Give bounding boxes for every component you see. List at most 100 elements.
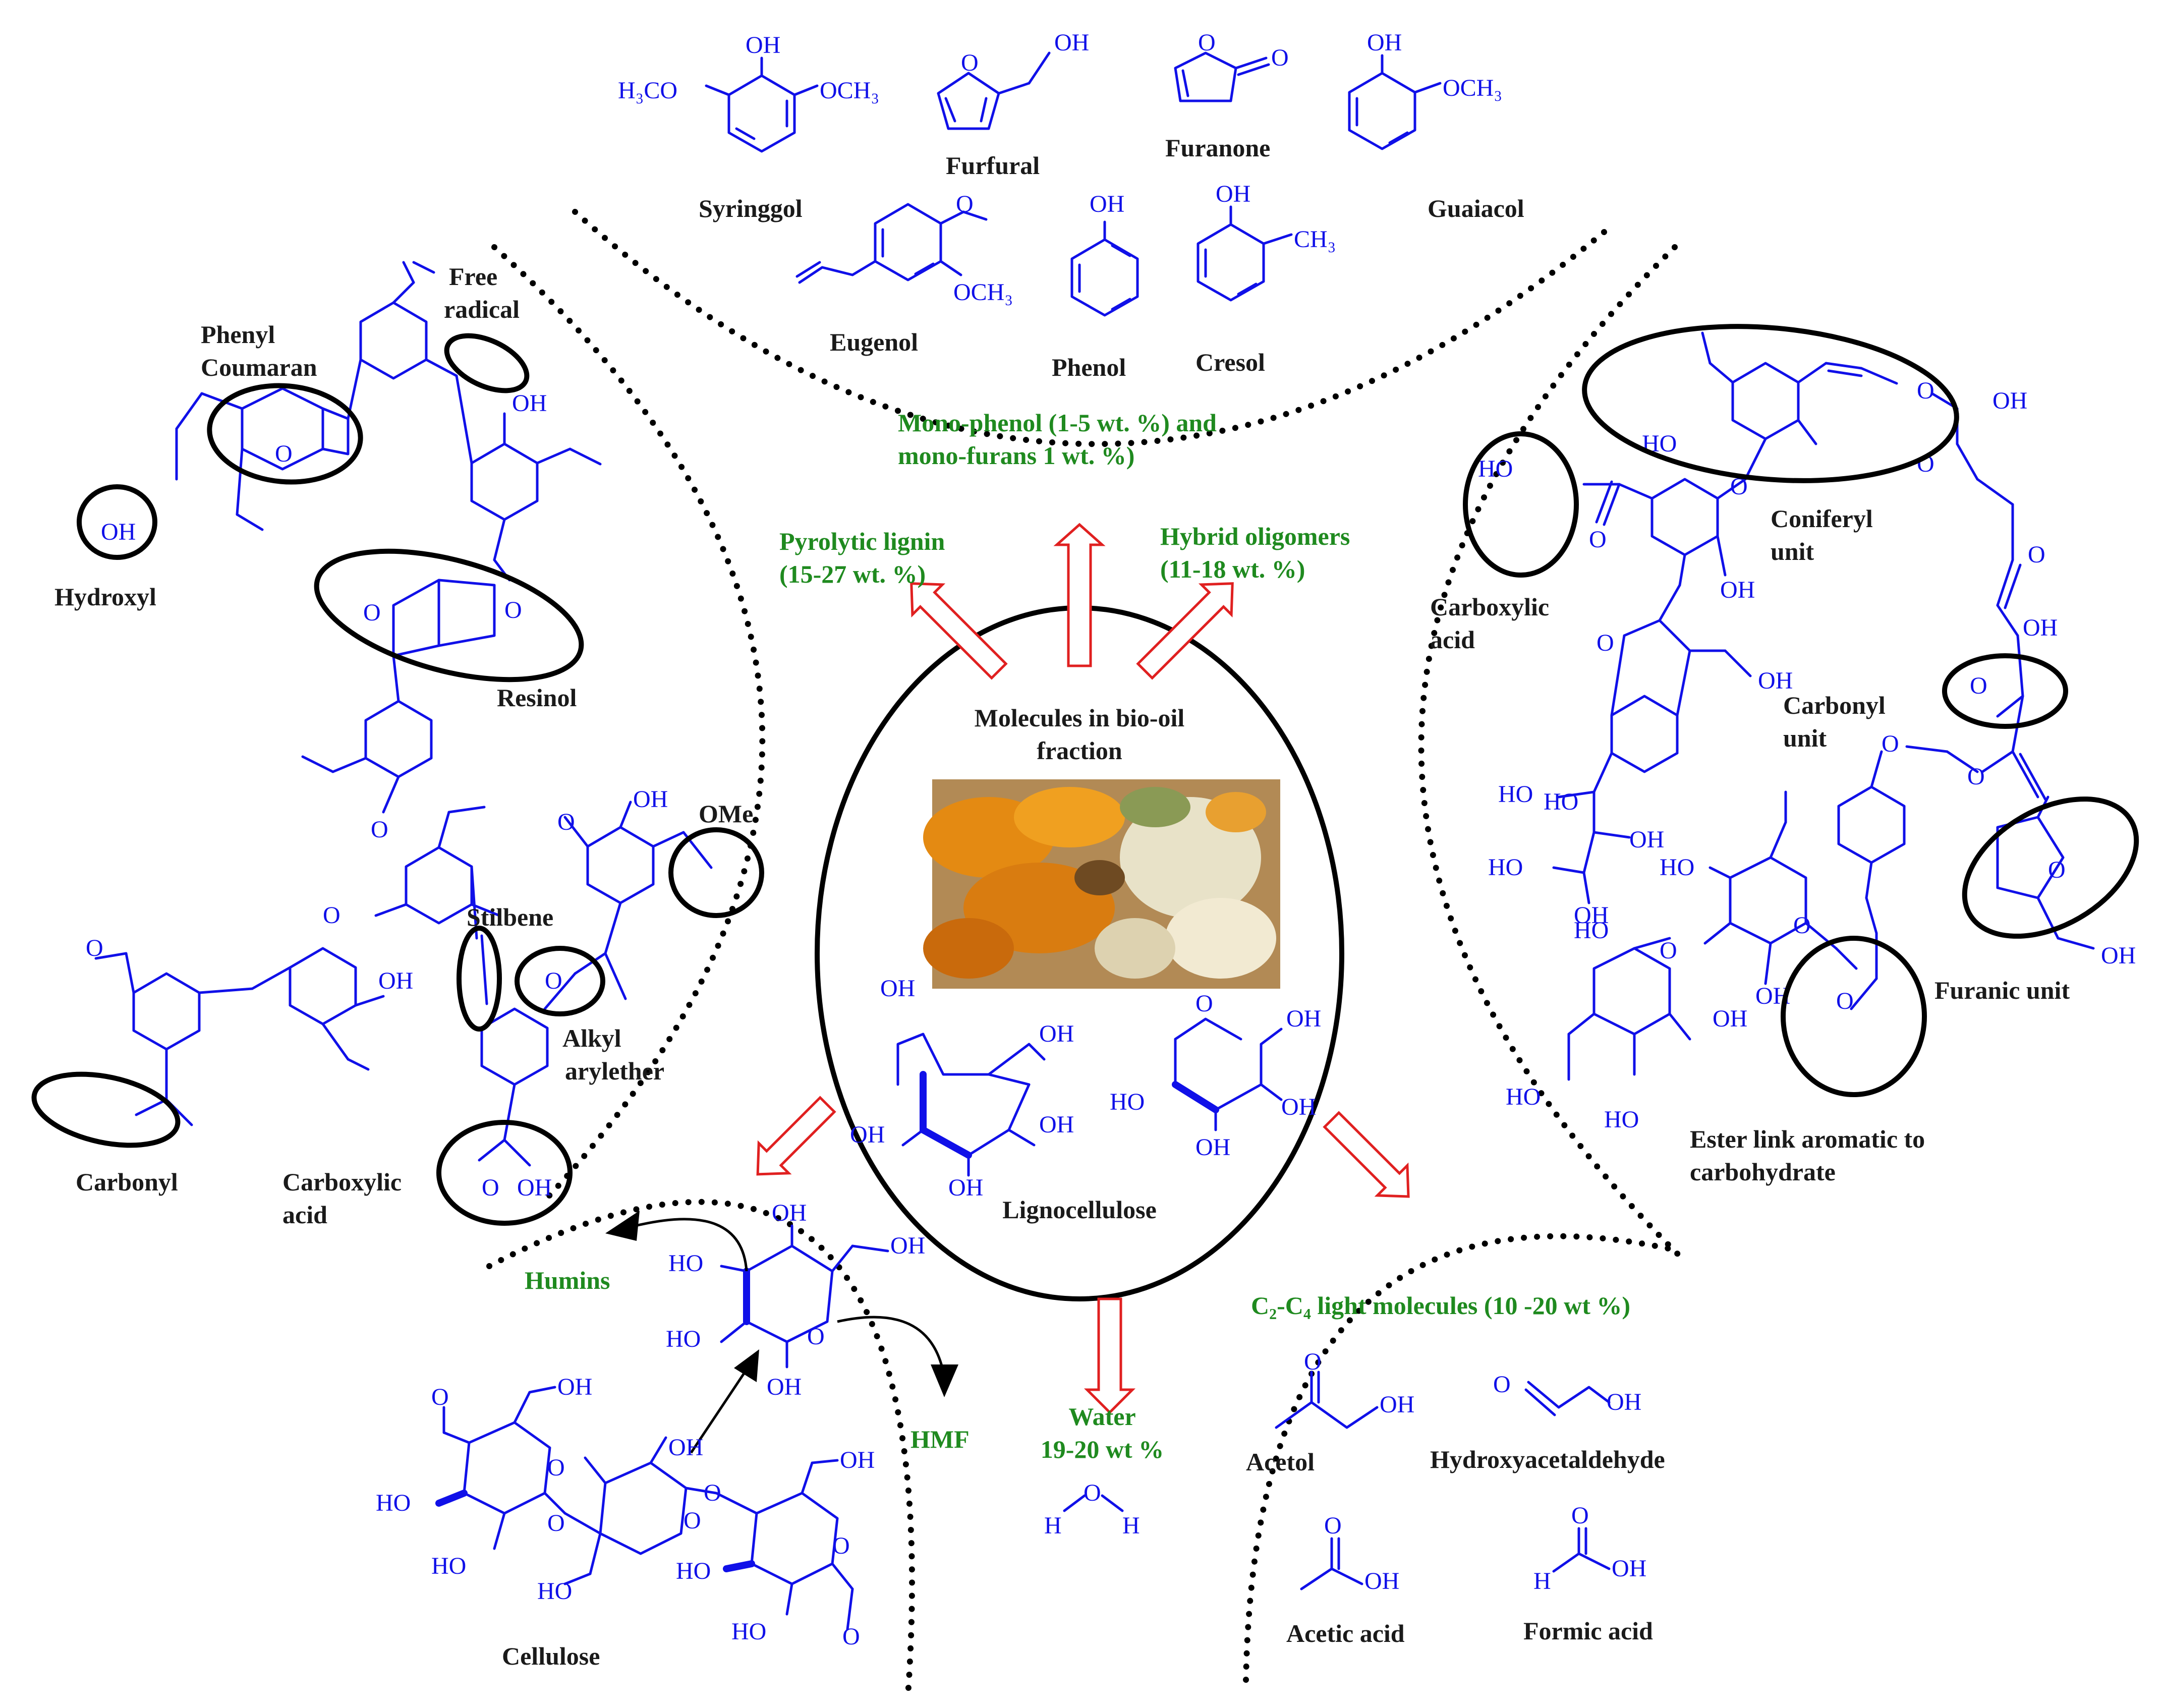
hybrid-ho-8: HO xyxy=(1544,788,1578,815)
top-dotted-arc xyxy=(572,209,1607,447)
cell-ho-4: HO xyxy=(676,1558,711,1584)
arrow-down xyxy=(1084,1297,1136,1414)
pyranose-o1: O xyxy=(1793,912,1811,939)
left-carboxylic-line1: Carboxylic xyxy=(282,1168,402,1196)
cresol-oh: OH xyxy=(1216,181,1250,207)
ome-ellipse xyxy=(668,827,764,918)
center-xylose-structure: O OH OH HO OH xyxy=(1110,990,1321,1161)
phenol-structure: OH xyxy=(1070,191,1139,317)
hybrid-oligomer-structure: O O O O O O O O xyxy=(1552,331,2095,1081)
ester-o: O xyxy=(1836,988,1854,1014)
left-dotted-arc xyxy=(491,244,766,1204)
lignin-oh-1: OH xyxy=(512,390,547,417)
glc-oh-5: OH xyxy=(948,1174,983,1201)
resinol-ellipse xyxy=(314,548,584,682)
mono-phenol-line1: Mono-phenol (1-5 wt. %) and xyxy=(898,409,1217,437)
arrow-up-right xyxy=(1136,582,1234,680)
hybrid-oh-2: OH xyxy=(1720,577,1755,603)
xyl-ho: HO xyxy=(1110,1089,1145,1115)
cell-end-o: O xyxy=(842,1623,860,1650)
guaiacol-right: OCH₃ xyxy=(1443,75,1502,101)
hybrid-oh-7: OH xyxy=(2101,942,2136,969)
water-o: O xyxy=(1084,1479,1101,1506)
hybrid-ho-9: HO xyxy=(1574,917,1609,944)
water-structure: H O H xyxy=(1044,1479,1140,1539)
stilbene-ellipse xyxy=(457,926,502,1032)
furfural-structure: O OH xyxy=(937,29,1089,130)
phenoxy-o: O xyxy=(1882,730,1899,757)
biomass-photo xyxy=(923,779,1280,989)
water-h1: H xyxy=(1044,1512,1062,1539)
arrow-up-left xyxy=(910,582,1008,680)
hydroxyacetaldehyde-oh: OH xyxy=(1607,1389,1641,1415)
hydroxyl-label: Hydroxyl xyxy=(54,583,156,611)
formic-o: O xyxy=(1571,1502,1589,1529)
arrow-up xyxy=(1053,523,1106,667)
carbonyl-unit-ellipse xyxy=(1942,653,2068,729)
hybrid-ho-5: HO xyxy=(1660,854,1694,881)
carbonyl-unit-line2: unit xyxy=(1783,724,1827,752)
furanone-structure: O O xyxy=(1174,29,1289,102)
carbonyl-unit-line1: Carbonyl xyxy=(1783,691,1886,719)
furan-o: O xyxy=(2048,857,2066,883)
right-dotted-arc xyxy=(1418,244,1683,1259)
cell-ho-5: HO xyxy=(731,1618,766,1645)
humins-label: Humins xyxy=(525,1266,610,1294)
cell-oh-2: OH xyxy=(668,1434,703,1461)
coniferyl-line1: Coniferyl xyxy=(1771,504,1873,533)
furfural-oh: OH xyxy=(1054,29,1089,56)
guaiacol-oh: OH xyxy=(1367,29,1402,56)
formic-h: H xyxy=(1533,1568,1551,1595)
hybrid-line2: (11-18 wt. %) xyxy=(1160,555,1305,583)
cell-start-o: O xyxy=(431,1384,449,1410)
xyl-ring-o: O xyxy=(1195,990,1213,1017)
lignin-oh-3: OH xyxy=(633,786,668,813)
syringgol-oh: OH xyxy=(746,32,780,59)
glc-oh-4: OH xyxy=(850,1121,885,1148)
eugenol-label: Eugenol xyxy=(830,328,918,356)
furanic-unit-ellipse xyxy=(1962,796,2139,939)
cell-ho-3: HO xyxy=(537,1578,572,1605)
hybrid-oh-8: OH xyxy=(1713,1005,1747,1032)
center-title-line1: Molecules in bio-oil xyxy=(975,704,1185,732)
center-glucose-structure: OH OH OH OH OH xyxy=(850,975,1074,1201)
furanone-ring-o: O xyxy=(1198,29,1216,56)
bottom-glc-oh-3: OH xyxy=(767,1374,802,1400)
hybrid-oh-6: OH xyxy=(1574,902,1609,929)
eugenol-o: O xyxy=(956,191,974,217)
right-carboxylic-line1: Carboxylic xyxy=(1430,593,1549,621)
hmf-arrowhead xyxy=(931,1364,958,1397)
coumaran-o: O xyxy=(275,440,293,467)
hybrid-oh-1: OH xyxy=(1992,387,2027,414)
phenyl-coumaran-ellipse xyxy=(207,383,363,485)
hybrid-ho-4: HO xyxy=(1488,854,1523,881)
ome-label: OMe xyxy=(699,800,753,828)
acetol-label: Acetol xyxy=(1246,1448,1315,1476)
resinol-o1: O xyxy=(363,599,381,626)
furfural-label: Furfural xyxy=(946,151,1040,180)
water-line2: 19-20 wt % xyxy=(1041,1435,1164,1463)
xyl-oh-2: OH xyxy=(1281,1094,1316,1120)
coniferyl-line2: unit xyxy=(1771,537,1814,565)
ester-link-ellipse xyxy=(1781,936,1927,1097)
pyranose-o2: O xyxy=(1660,937,1677,964)
hybrid-ho-6: HO xyxy=(1506,1084,1541,1110)
bottom-right-dotted-arc xyxy=(1243,1233,1683,1683)
resinol-o2: O xyxy=(504,597,522,623)
aryl-ether-o: O xyxy=(371,816,388,843)
cellulose-label: Cellulose xyxy=(502,1642,600,1670)
humins-arrowhead xyxy=(605,1211,640,1241)
cell-ring1-o: O xyxy=(547,1454,565,1481)
hmf-label: HMF xyxy=(910,1425,970,1453)
pyrolytic-line1: Pyrolytic lignin xyxy=(779,527,945,555)
xyl-oh-3: OH xyxy=(1195,1134,1230,1161)
phenyl-coumaran-line1: Phenyl xyxy=(201,320,275,349)
syringgol-label: Syringgol xyxy=(699,194,803,222)
coniferyl-ellipse xyxy=(1582,324,1959,483)
arrow-down-left xyxy=(756,1096,836,1176)
cresol-ch3: CH₃ xyxy=(1294,226,1336,253)
bottom-glc-ho-2: HO xyxy=(666,1326,701,1352)
bottom-glc-ring-o: O xyxy=(807,1323,825,1350)
water-line1: Water xyxy=(1068,1402,1135,1431)
